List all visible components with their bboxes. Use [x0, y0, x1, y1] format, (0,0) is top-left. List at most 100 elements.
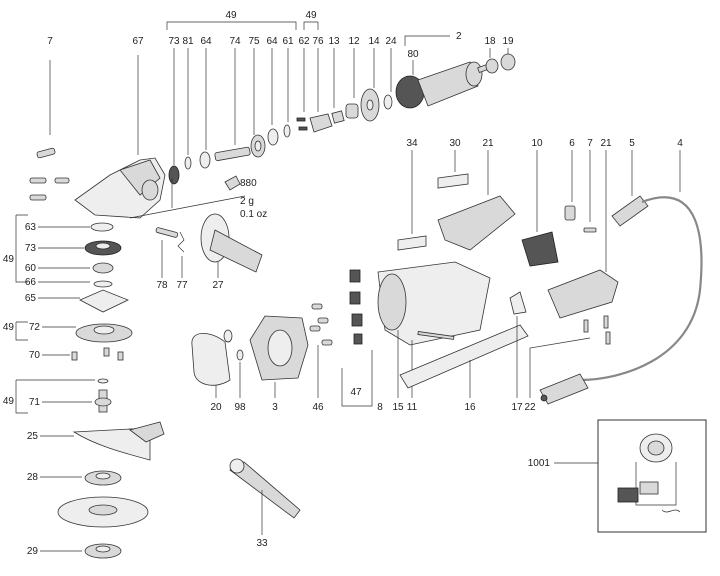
- callout-7-left: 7: [47, 36, 53, 47]
- callout-71: 71: [29, 397, 41, 408]
- part-24-washer: [383, 48, 393, 110]
- callout-8: 8: [377, 402, 383, 413]
- callout-46: 46: [312, 402, 324, 413]
- part-10-switch: [521, 150, 559, 267]
- part-16-handle-shell: [399, 324, 529, 398]
- callout-66: 66: [25, 277, 37, 288]
- callout-70: 70: [29, 350, 41, 361]
- part-64b-washer: [267, 48, 279, 146]
- part-70-screws: [42, 347, 124, 361]
- callout-73b: 73: [25, 243, 37, 254]
- part-6-plug: [564, 150, 576, 221]
- callout-16: 16: [464, 402, 476, 413]
- part-67-gear-housing: [29, 55, 166, 219]
- callout-28: 28: [27, 472, 39, 483]
- part-72-flange: [42, 323, 133, 343]
- part-7-right-screw: [583, 150, 597, 233]
- bracket-49-small: [303, 21, 319, 30]
- callout-49-left-3: 49: [3, 396, 15, 407]
- callout-17: 17: [511, 402, 523, 413]
- grease-part-number: 880: [240, 178, 257, 189]
- callout-4: 4: [677, 138, 683, 149]
- part-73b-gear: [38, 240, 122, 256]
- callout-49-left-1: 49: [3, 254, 15, 265]
- callout-77: 77: [176, 280, 188, 291]
- callout-21b: 21: [600, 138, 612, 149]
- part-98-ring: [223, 329, 244, 398]
- callout-78: 78: [156, 280, 168, 291]
- part-17-bracket: [509, 291, 527, 398]
- part-25-wheel-guard: [40, 421, 165, 461]
- callout-65: 65: [25, 293, 37, 304]
- callout-21: 21: [482, 138, 494, 149]
- part-74-spindle: [214, 48, 251, 161]
- part-60-bearing: [38, 262, 114, 274]
- callout-13: 13: [328, 36, 340, 47]
- part-11-rod: [411, 331, 455, 398]
- part-63-ring: [38, 222, 114, 232]
- callout-2: 2: [456, 31, 462, 42]
- part-14-fan-plate: [360, 48, 380, 122]
- callout-20: 20: [210, 402, 222, 413]
- callout-98: 98: [234, 402, 246, 413]
- callout-14: 14: [368, 36, 380, 47]
- part-64-washer: [199, 48, 211, 169]
- part-75-bearing: [250, 48, 266, 158]
- part-21-cover: [437, 150, 516, 251]
- callout-47: 47: [350, 387, 362, 398]
- callout-67: 67: [132, 36, 144, 47]
- callout-49-small: 49: [305, 10, 317, 21]
- callout-22: 22: [524, 402, 536, 413]
- callout-76: 76: [312, 36, 324, 47]
- part-15-motor-housing: [377, 261, 491, 398]
- callout-30: 30: [449, 138, 461, 149]
- part-1001-wiring-diagram: [554, 419, 707, 533]
- part-76-clip: [309, 48, 333, 133]
- callout-12: 12: [348, 36, 360, 47]
- callout-19: 19: [502, 36, 514, 47]
- part-29-clamp-nut: [40, 543, 122, 559]
- callout-10: 10: [531, 138, 543, 149]
- part-880-grease: [129, 175, 246, 219]
- bracket-49-left-2: [15, 321, 28, 341]
- callout-27: 27: [212, 280, 224, 291]
- part-73-pinion: [168, 48, 180, 185]
- callout-49-left-2: 49: [3, 322, 15, 333]
- bracket-49-top: [166, 21, 297, 30]
- callout-34: 34: [406, 138, 418, 149]
- callout-63: 63: [25, 222, 37, 233]
- callout-64b: 64: [266, 36, 278, 47]
- part-61-ring: [283, 48, 291, 138]
- part-22-screws: [529, 315, 611, 398]
- part-grinding-disc: [57, 496, 149, 528]
- callout-33: 33: [256, 538, 268, 549]
- part-46-springs: [309, 303, 333, 398]
- part-28-flange: [40, 470, 122, 486]
- callout-3: 3: [272, 402, 278, 413]
- part-5-strain-relief: [611, 150, 649, 227]
- part-3-stator: [249, 315, 309, 398]
- part-33-spanner: [229, 458, 301, 535]
- part-27-side-handle: [200, 213, 263, 278]
- part-13-nut: [331, 48, 345, 124]
- callout-1001: 1001: [528, 458, 551, 469]
- callout-29: 29: [27, 546, 39, 557]
- callout-75: 75: [248, 36, 260, 47]
- callout-72: 72: [29, 322, 41, 333]
- callout-18: 18: [484, 36, 496, 47]
- part-4-power-cord: [539, 150, 703, 405]
- part-8-brush-holders: [341, 269, 373, 407]
- callout-49-top: 49: [225, 10, 237, 21]
- callout-80: 80: [407, 49, 419, 60]
- part-78-pin: [155, 227, 179, 278]
- part-62-pins: [296, 48, 308, 131]
- callout-6: 6: [569, 138, 575, 149]
- part-21b-cover: [547, 150, 619, 319]
- part-81-washer: [184, 48, 192, 170]
- grease-amount-ounces: 0.1 oz: [240, 209, 267, 220]
- bracket-49-left-3: [15, 379, 28, 414]
- callout-5: 5: [629, 138, 635, 149]
- callout-61: 61: [282, 36, 294, 47]
